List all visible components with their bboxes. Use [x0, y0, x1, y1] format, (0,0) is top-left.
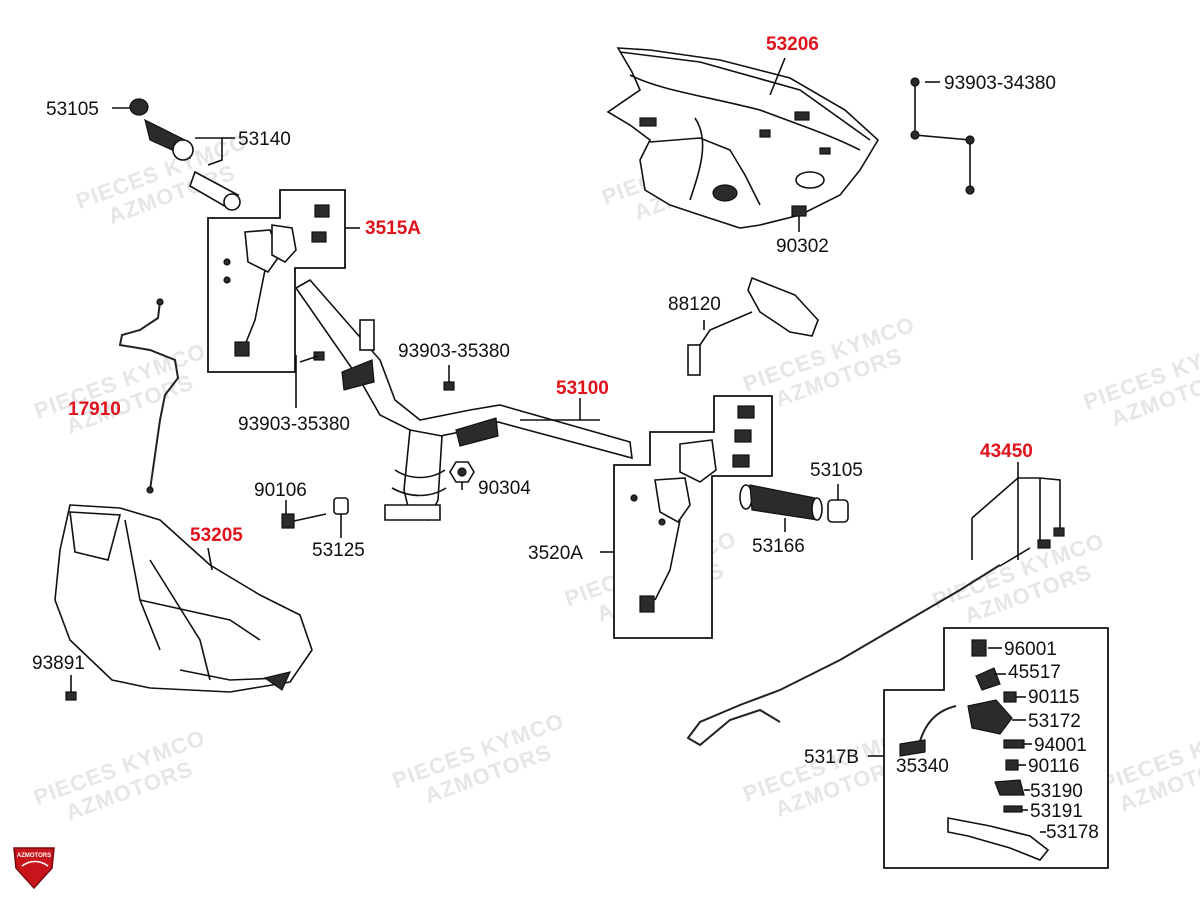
part-label-93903-35380-b[interactable]: 93903-35380	[238, 414, 350, 435]
part-label-45517[interactable]: 45517	[1008, 662, 1061, 683]
grip-right-part[interactable]	[739, 484, 849, 523]
collar-part[interactable]	[333, 497, 349, 515]
part-label-35340[interactable]: 35340	[896, 756, 949, 777]
part-label-53105-a[interactable]: 53105	[46, 99, 99, 120]
part-label-90115[interactable]: 90115	[1028, 687, 1079, 708]
brake-group-frame	[883, 627, 1109, 869]
switch-right-part[interactable]	[630, 405, 755, 613]
switch-group-left-frame	[207, 189, 346, 373]
part-label-53178[interactable]: 53178	[1046, 822, 1099, 843]
grip-left-part[interactable]	[129, 98, 241, 211]
part-label-90304[interactable]: 90304	[478, 478, 531, 499]
part-label-88120[interactable]: 88120	[668, 294, 721, 315]
part-label-5317B[interactable]: 5317B	[804, 747, 859, 768]
screw-part[interactable]	[65, 675, 77, 701]
logo-text: AZMOTORS	[17, 853, 51, 859]
part-label-17910[interactable]: 17910	[68, 399, 121, 420]
part-label-53191[interactable]: 53191	[1030, 801, 1083, 822]
part-label-53172[interactable]: 53172	[1028, 711, 1081, 732]
mirror-part[interactable]	[687, 276, 819, 376]
part-label-53190[interactable]: 53190	[1030, 781, 1083, 802]
leader-line	[769, 57, 786, 96]
bolt-part[interactable]	[299, 351, 325, 363]
part-label-53105-b[interactable]: 53105	[810, 460, 863, 481]
brake-lever-assembly-part[interactable]	[899, 639, 1050, 861]
leader-line	[207, 547, 213, 571]
part-label-53125[interactable]: 53125	[312, 540, 365, 561]
switch-left-part[interactable]	[223, 204, 330, 357]
azmotors-logo: AZMOTORS	[13, 847, 55, 890]
part-label-3520A[interactable]: 3520A	[528, 543, 583, 564]
part-label-93903-35380-a[interactable]: 93903-35380	[398, 341, 510, 362]
shield-logo-icon	[13, 847, 55, 890]
nut-part[interactable]	[449, 461, 475, 483]
part-label-3515A[interactable]: 3515A	[365, 218, 421, 239]
leader-line	[195, 137, 223, 166]
bolt-part[interactable]	[443, 365, 455, 391]
part-label-96001[interactable]: 96001	[1004, 639, 1057, 660]
long-bolt-part[interactable]	[281, 513, 327, 529]
throttle-cable-part[interactable]	[118, 298, 180, 494]
bracket-part[interactable]	[910, 77, 975, 195]
part-label-53205[interactable]: 53205	[190, 525, 243, 546]
screw-part[interactable]	[791, 205, 807, 232]
part-label-90302[interactable]: 90302	[776, 236, 829, 257]
part-label-53206[interactable]: 53206	[766, 34, 819, 55]
part-label-90116[interactable]: 90116	[1028, 756, 1079, 777]
part-label-53166[interactable]: 53166	[752, 536, 805, 557]
handlebar-part[interactable]	[294, 278, 633, 521]
rear-cover-part[interactable]	[606, 47, 880, 229]
part-label-43450[interactable]: 43450	[980, 441, 1033, 462]
part-label-93903-34380[interactable]: 93903-34380	[944, 73, 1056, 94]
part-label-53100[interactable]: 53100	[556, 378, 609, 399]
part-label-93891[interactable]: 93891	[32, 653, 85, 674]
part-label-90106[interactable]: 90106	[254, 480, 307, 501]
brake-cable-part[interactable]	[686, 476, 1065, 747]
part-label-94001[interactable]: 94001	[1034, 735, 1087, 756]
part-label-53140[interactable]: 53140	[238, 129, 291, 150]
front-cover-part[interactable]	[54, 504, 313, 693]
